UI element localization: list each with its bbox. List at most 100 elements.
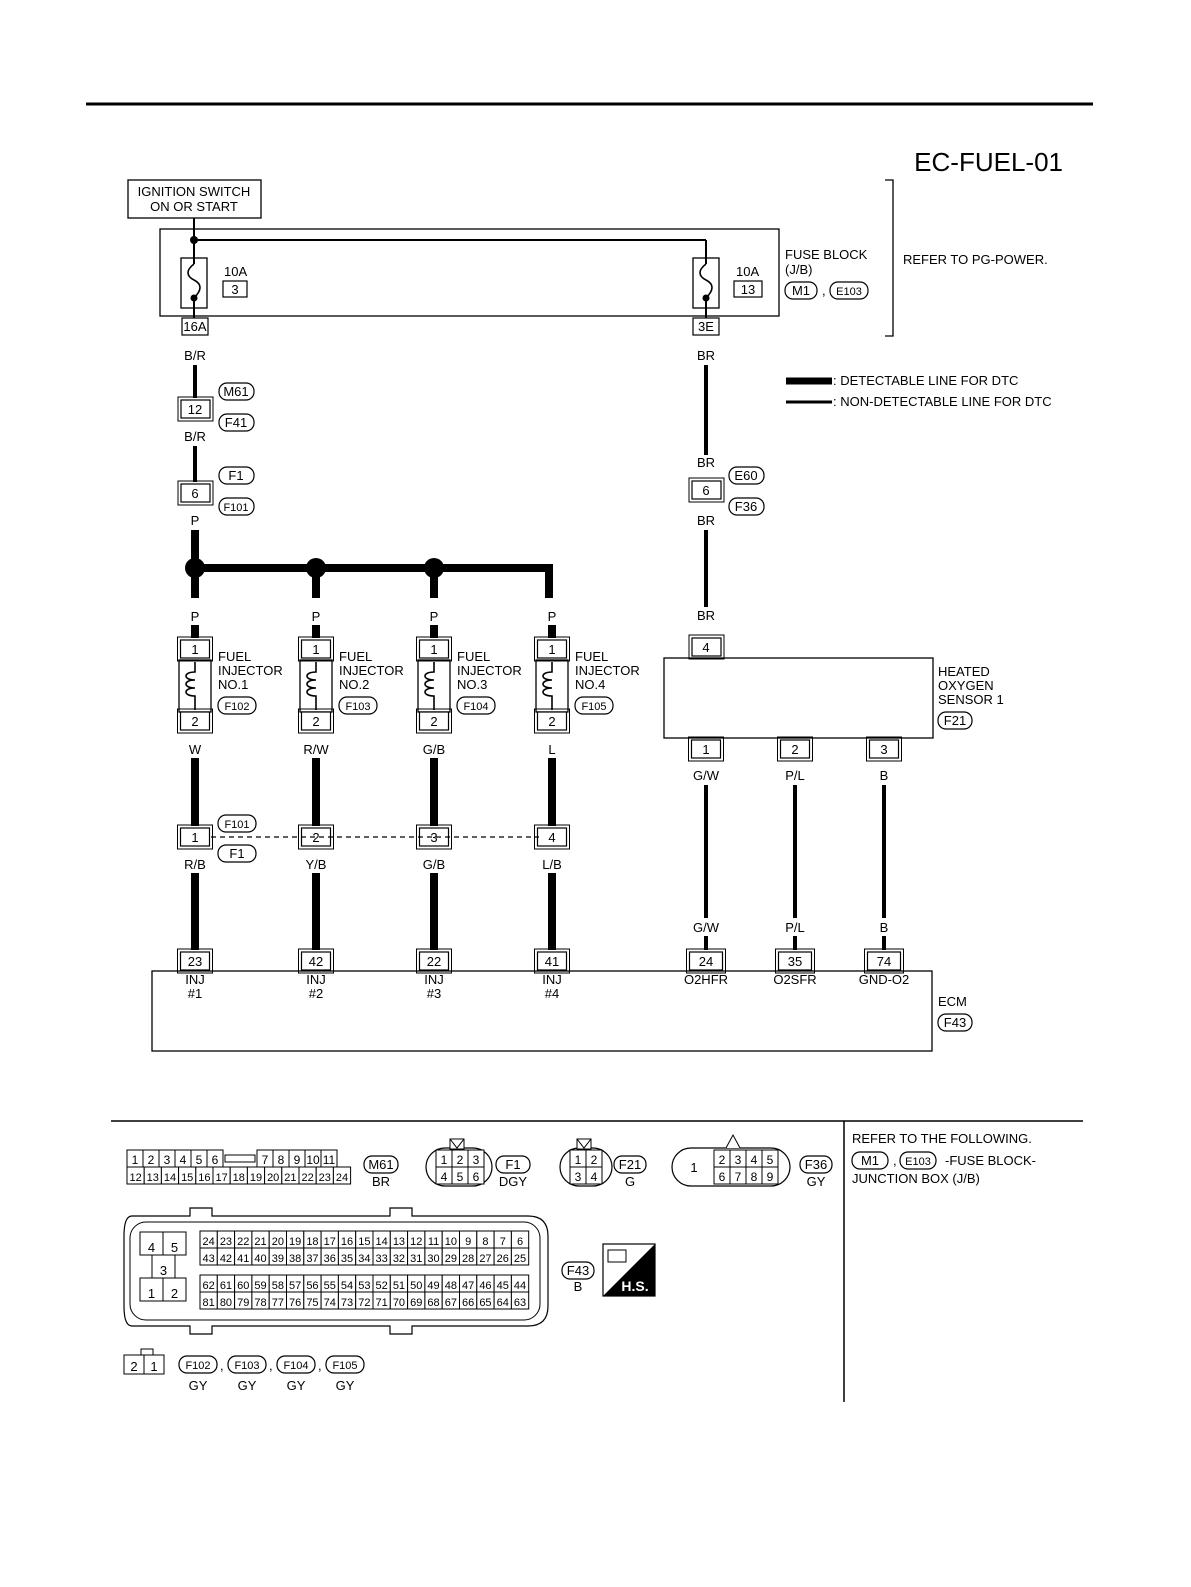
terminal-number: 45 [497,1280,509,1292]
terminal-number: 74 [324,1297,336,1309]
terminal-number: 18 [306,1236,318,1248]
svg-text:REFER TO THE FOLLOWING.: REFER TO THE FOLLOWING. [852,1131,1032,1146]
mid-conn-top: F101 [224,819,249,831]
terminal-number: 61 [220,1280,232,1292]
terminal-number: 60 [237,1280,249,1292]
pin-number: 1 [702,742,709,757]
pin-box [416,948,452,974]
terminal-number: 4 [148,1240,155,1255]
terminal-number: 35 [341,1253,353,1265]
pin-box [536,639,568,659]
svg-text:P: P [191,513,200,528]
injector-label: NO.1 [218,677,248,692]
ecm-terminal-label: INJ [306,972,326,987]
pin-number: 1 [312,642,319,657]
terminal-number: 30 [427,1253,439,1265]
injector-label: NO.2 [339,677,369,692]
terminal-number: 13 [393,1236,405,1248]
terminal-number: 2 [719,1153,726,1167]
ecm-terminal-label: #1 [188,986,202,1001]
terminal-number: 3 [164,1153,171,1167]
injector-label: FUEL [218,649,251,664]
connector-id: F102 [224,701,249,713]
terminal-number: 48 [445,1280,457,1292]
wire-color: BR [372,1174,390,1189]
connector-id: F105 [581,701,606,713]
pin-number: 1 [548,642,555,657]
connector-id: F104 [283,1360,308,1372]
terminal-cell [510,1247,530,1266]
connector-oval [574,696,614,715]
svg-text:JUNCTION BOX (J/B): JUNCTION BOX (J/B) [852,1171,980,1186]
pin-box [416,824,452,850]
injector-label: INJECTOR [339,663,404,678]
latch [140,1348,154,1356]
pin-number: 2 [430,714,437,729]
svg-text:HEATED: HEATED [938,664,990,679]
terminal-number: 66 [462,1297,474,1309]
terminal-number: 26 [497,1253,509,1265]
terminal-number: 43 [203,1253,215,1265]
pin-box [536,951,568,971]
connector-oval [363,1155,399,1174]
connector-id: F36 [805,1157,827,1172]
connector-id: F1 [505,1157,520,1172]
terminal-number: 9 [767,1170,774,1184]
pin-box [177,708,213,734]
terminal-number: 39 [272,1253,284,1265]
terminal-number: 1 [690,1160,697,1175]
terminal-number: 2 [457,1153,464,1167]
left-circuit: B/R M61 12 F41 B/R F1 6 F101 P [177,348,255,568]
terminal-number: 3 [575,1170,582,1184]
terminal-number: 21 [254,1236,266,1248]
diagram-id: EC-FUEL-01 [914,147,1063,177]
coil-icon [306,662,317,710]
terminal-cell [585,1166,603,1185]
injector-label: NO.4 [575,677,605,692]
terminal-number: 7 [735,1170,742,1184]
pin-box [298,948,334,974]
terminal-number: 25 [514,1253,526,1265]
terminal-number: 16 [198,1172,210,1184]
pin-box [775,948,815,974]
terminal-number: 18 [233,1172,245,1184]
terminal-number: 32 [393,1253,405,1265]
pin-number: 41 [545,954,559,969]
coil-icon [185,662,196,710]
ecm-terminal-label: #4 [545,986,559,1001]
pin-number: 4 [548,830,555,845]
terminal-number: 38 [289,1253,301,1265]
terminal-number: 57 [289,1280,301,1292]
wire-color: P/L [785,768,805,783]
connector-id: M61 [368,1157,393,1172]
separator: , [220,1358,224,1373]
legend-detectable: : DETECTABLE LINE FOR DTC [833,373,1018,388]
pin-box [179,951,211,971]
terminal-number: 51 [393,1280,405,1292]
pin-box [688,736,724,762]
connector-oval [561,1261,595,1280]
injector-label: FUEL [339,649,372,664]
terminal-cell [761,1166,779,1185]
ecm-terminal-label: GND-O2 [859,972,910,987]
terminal-number: 7 [500,1236,506,1248]
coil-icon [424,662,435,710]
pin-box [418,951,450,971]
connector-shell [129,1221,541,1321]
connector-oval [276,1355,316,1374]
wire-color: GY [336,1378,355,1393]
wire-color: DGY [499,1174,528,1189]
pin-box [300,711,332,731]
connector-id: F21 [619,1157,641,1172]
pin-number: 22 [427,954,441,969]
terminal-number: 2 [148,1153,155,1167]
injector-label: NO.3 [457,677,487,692]
ecm: ECM F43 [151,970,973,1052]
fuse-right-conn: 3E [698,319,714,334]
terminal-number: 42 [220,1253,232,1265]
